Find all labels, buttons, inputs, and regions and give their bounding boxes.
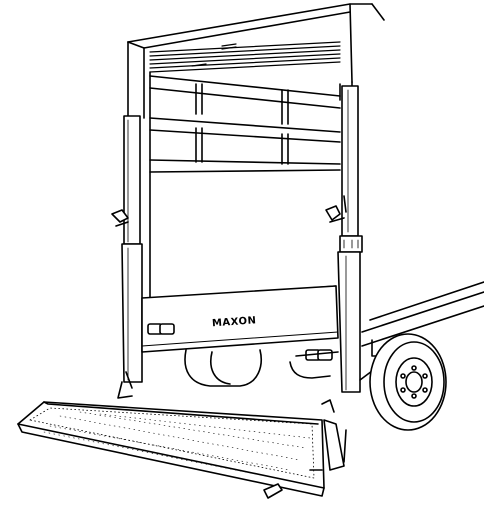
rear-wheel xyxy=(369,333,447,431)
platform-arms xyxy=(263,399,347,499)
truck-box-outline xyxy=(127,3,385,83)
under-body-tanks xyxy=(184,349,331,387)
rollup-door xyxy=(149,41,341,73)
right-column xyxy=(325,85,363,393)
door-frame xyxy=(127,41,353,121)
cargo-interior xyxy=(149,71,341,301)
brand-label: MAXON xyxy=(212,315,257,329)
lift-platform xyxy=(17,371,325,497)
lift-platform-bar xyxy=(141,285,339,361)
left-column xyxy=(111,115,143,383)
